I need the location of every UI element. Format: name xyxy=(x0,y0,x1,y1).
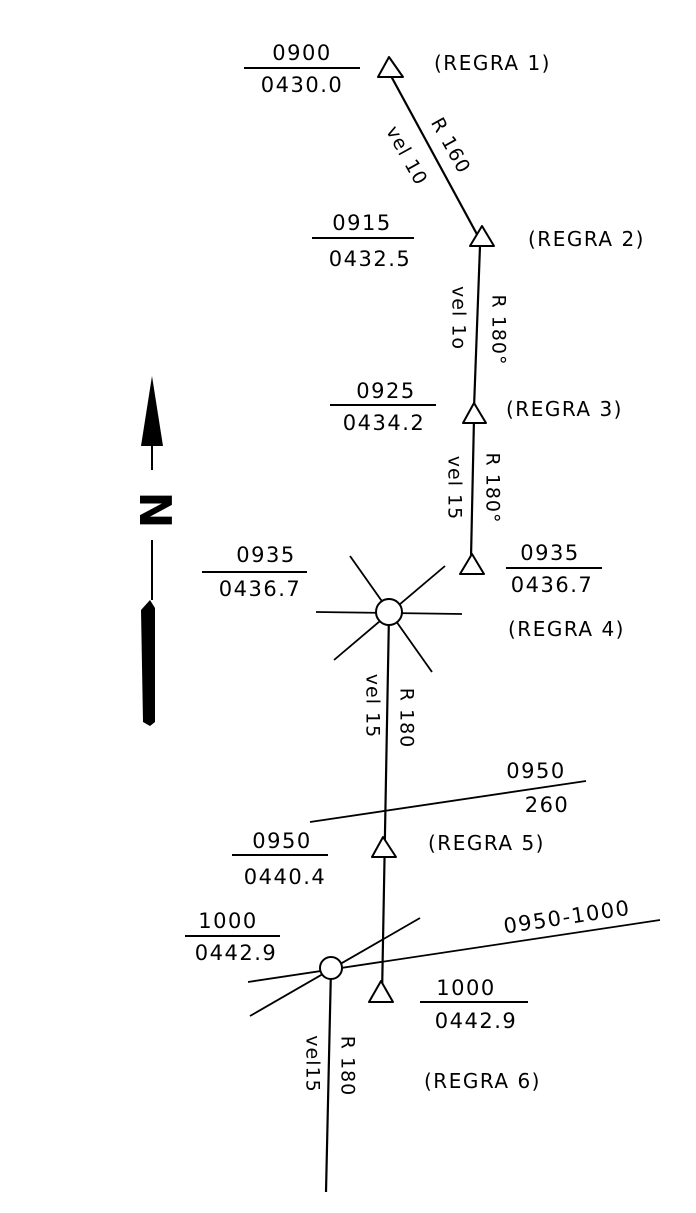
north-label: N xyxy=(129,492,180,529)
fix-0935-dr-time: 0935 xyxy=(520,541,579,565)
circle-fix-icon xyxy=(319,956,343,980)
fix-0900-value: 0430.0 xyxy=(261,73,343,97)
track-leg-5 xyxy=(324,967,333,1193)
circle-fix-icon xyxy=(375,598,403,626)
fix-0935-value: 0436.7 xyxy=(219,577,301,601)
triangle-icon xyxy=(462,402,487,424)
leg-3-speed: vel 15 xyxy=(444,456,466,520)
lop-0950-line xyxy=(309,780,587,823)
fix-1000-value: 0442.9 xyxy=(195,941,277,965)
leg-3-course: R 180° xyxy=(482,452,504,523)
leg-5-course: R 180 xyxy=(337,1036,359,1097)
fix-0915-value: 0432.5 xyxy=(329,247,411,271)
rule-4-label: (REGRA 4) xyxy=(508,617,625,641)
fix-1000-dr-value: 0442.9 xyxy=(435,1009,517,1033)
fix-0935-time: 0935 xyxy=(236,543,295,567)
triangle-icon xyxy=(469,225,495,247)
leg-2-speed: vel 1o xyxy=(448,286,470,350)
fix-0925-value: 0434.2 xyxy=(343,411,425,435)
rule-6-label: (REGRA 6) xyxy=(424,1069,541,1093)
lop-range-label: 0950-1000 xyxy=(502,896,632,939)
fix-1000-dr-time: 1000 xyxy=(436,976,495,1000)
track-leg-1 xyxy=(390,75,480,239)
lop-0950-time: 0950 xyxy=(506,759,565,783)
rule-5-label: (REGRA 5) xyxy=(428,831,545,855)
lop-0950-value: 260 xyxy=(525,793,570,817)
leg-5-speed: vel15 xyxy=(302,1035,324,1092)
leg-2-course: R 180° xyxy=(488,294,510,365)
triangle-icon xyxy=(368,980,394,1003)
track-leg-3 xyxy=(469,417,476,559)
leg-1-speed: vel 10 xyxy=(381,122,431,189)
fix-0900-time: 0900 xyxy=(272,41,331,65)
fix-1000-time: 1000 xyxy=(198,909,257,933)
leg-1-course: R 160 xyxy=(426,114,475,178)
track-leg-2 xyxy=(472,245,482,409)
rule-1-label: (REGRA 1) xyxy=(434,51,551,75)
north-arrow-icon xyxy=(141,376,163,726)
triangle-icon xyxy=(371,836,397,858)
fix-0950-value: 0440.4 xyxy=(244,865,326,889)
lop-0950-1000-line xyxy=(247,919,661,983)
fix-0950-time: 0950 xyxy=(252,829,311,853)
triangle-icon xyxy=(459,553,485,575)
rule-3-label: (REGRA 3) xyxy=(506,397,623,421)
rule-2-label: (REGRA 2) xyxy=(528,227,645,251)
leg-4-speed: vel 15 xyxy=(362,674,384,738)
fix-0935-dr-value: 0436.7 xyxy=(511,573,593,597)
fix-0915-time: 0915 xyxy=(332,211,391,235)
leg-4-course: R 180 xyxy=(396,688,418,749)
track-leg-4 xyxy=(380,613,391,997)
fix-0925-time: 0925 xyxy=(356,379,415,403)
triangle-icon xyxy=(377,56,404,78)
